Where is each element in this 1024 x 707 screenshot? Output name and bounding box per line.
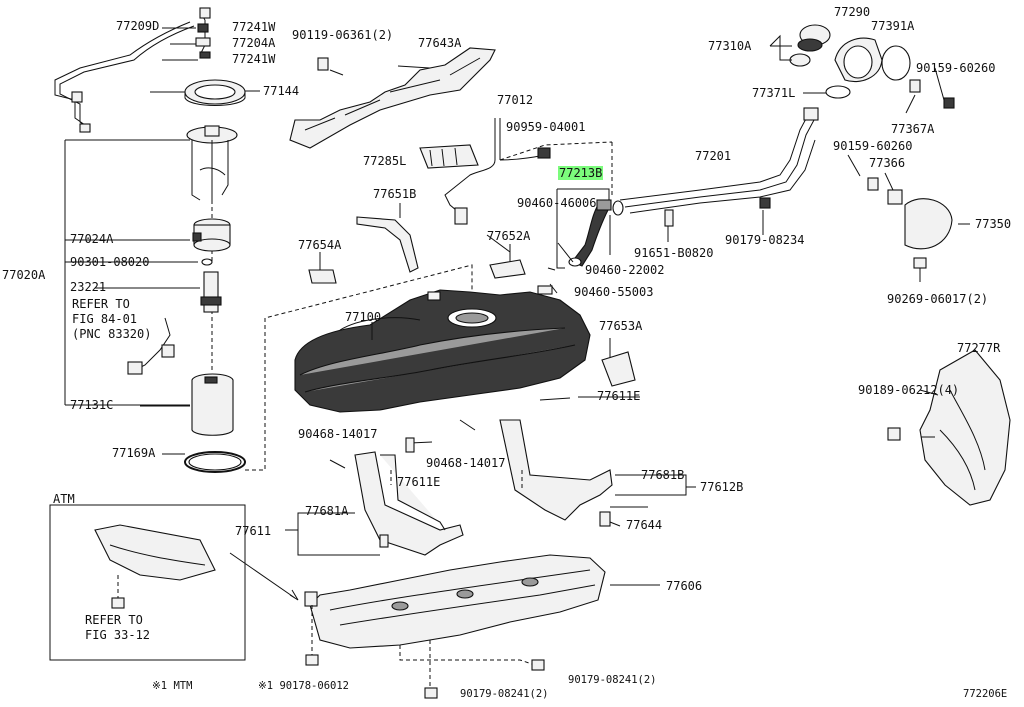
label-90460-55003: 90460-55003 (574, 285, 654, 299)
label-77651B: 77651B (373, 187, 417, 201)
note-mtm: ※1 MTM (152, 680, 193, 692)
label-77209D: 77209D (116, 19, 160, 33)
label-77024A: 77024A (70, 232, 114, 246)
label-77290: 77290 (834, 5, 871, 19)
refer-line-1: REFER TO (72, 297, 130, 311)
label-atm: ATM (53, 492, 75, 506)
label-77131C: 77131C (70, 398, 114, 412)
label-90468-14017-left: 90468-14017 (298, 427, 378, 441)
label-91651-B0820: 91651-B0820 (634, 246, 714, 260)
label-90959-04001: 90959-04001 (506, 120, 586, 134)
label-23221: 23221 (70, 280, 107, 294)
label-77277R: 77277R (957, 341, 1001, 355)
label-77643A: 77643A (418, 36, 462, 50)
label-90179-08234: 90179-08234 (725, 233, 805, 247)
label-77644: 77644 (626, 518, 663, 532)
label-90468-14017-right: 90468-14017 (426, 456, 506, 470)
label-90189-06212: 90189-06212(4) (858, 383, 960, 397)
label-77241W-bottom: 77241W (232, 52, 276, 66)
refer-fig33-line-1: REFER TO (85, 613, 143, 627)
label-90460-22002: 90460-22002 (585, 263, 665, 277)
label-90179-08241-right: 90179-08241(2) (568, 674, 657, 686)
label-77367A: 77367A (891, 122, 935, 136)
label-90119-06361: 90119-06361(2) (292, 28, 394, 42)
refer-fig33-line-2: FIG 33-12 (85, 628, 151, 642)
label-77201: 77201 (695, 149, 732, 163)
label-77681A: 77681A (305, 504, 349, 518)
label-90178-06012: ※1 90178-06012 (258, 680, 349, 692)
highlighted-part-number: 77213B (558, 166, 604, 180)
label-77391A: 77391A (871, 19, 915, 33)
label-77612B: 77612B (700, 480, 744, 494)
label-90301-08020: 90301-08020 (70, 255, 150, 269)
label-77213B: 77213B (558, 166, 604, 180)
label-77681B: 77681B (641, 468, 685, 482)
label-77285L: 77285L (363, 154, 407, 168)
label-77611: 77611 (235, 524, 272, 538)
label-90460-46006: 90460-46006 (517, 196, 597, 210)
label-77100: 77100 (345, 310, 382, 324)
label-77020A: 77020A (2, 268, 46, 282)
refer-line-3: (PNC 83320) (72, 327, 152, 341)
label-77611E-left: 77611E (397, 475, 441, 489)
label-77350: 77350 (975, 217, 1012, 231)
label-90269-06017: 90269-06017(2) (887, 292, 989, 306)
label-77606: 77606 (666, 579, 703, 593)
label-90179-08241-left: 90179-08241(2) (460, 688, 549, 700)
label-77144: 77144 (263, 84, 300, 98)
label-90159-60260-top: 90159-60260 (916, 61, 996, 75)
label-77204A: 77204A (232, 36, 276, 50)
label-77366: 77366 (869, 156, 906, 170)
label-77611E-right: 77611E (597, 389, 641, 403)
label-77652A: 77652A (487, 229, 531, 243)
label-77310A: 77310A (708, 39, 752, 53)
label-77654A: 77654A (298, 238, 342, 252)
label-77012: 77012 (497, 93, 534, 107)
label-77371L: 77371L (752, 86, 796, 100)
label-77241W-top: 77241W (232, 20, 276, 34)
label-77653A: 77653A (599, 319, 643, 333)
refer-line-2: FIG 84-01 (72, 312, 138, 326)
diagram-id-footer: 772206E (963, 688, 1008, 700)
label-90159-60260-bottom: 90159-60260 (833, 139, 913, 153)
label-77169A: 77169A (112, 446, 156, 460)
